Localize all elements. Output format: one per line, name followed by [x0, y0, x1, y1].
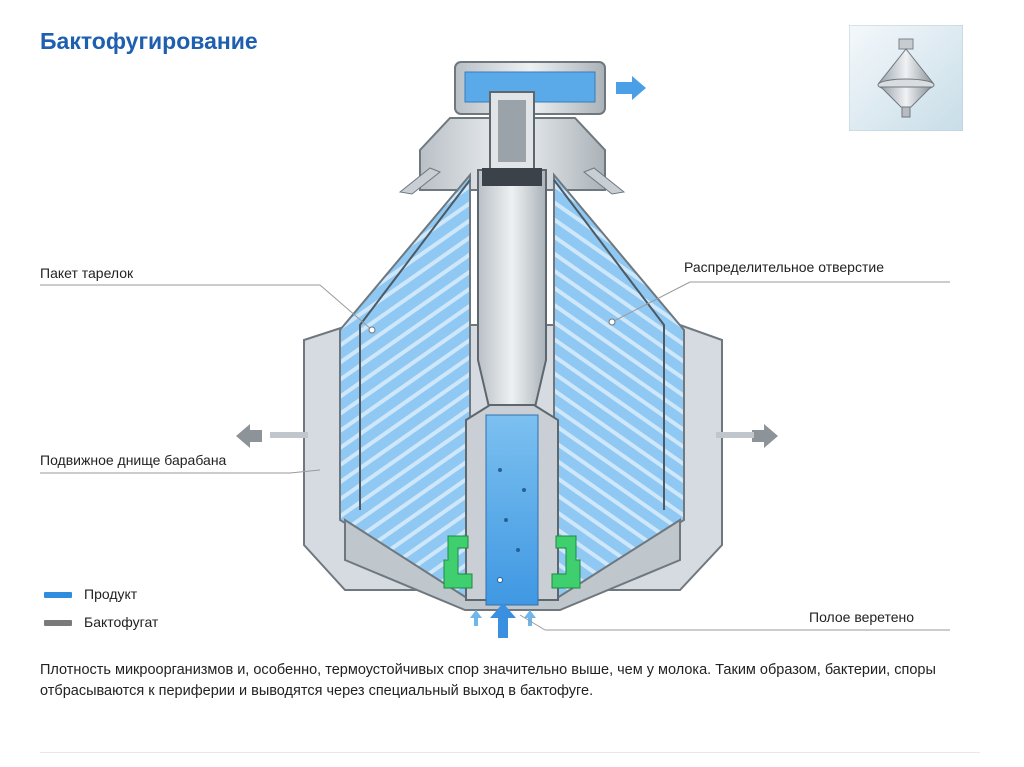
legend-bactofugate-label: Бактофугат [84, 614, 159, 630]
bactofugate-swatch [44, 620, 72, 627]
page-title: Бактофугирование [40, 28, 258, 54]
legend-bactofugate: Бактофугат [44, 614, 158, 630]
divider [40, 752, 980, 753]
hollow-spindle-label: Полое веретено [809, 609, 915, 625]
legend-product-label: Продукт [84, 586, 138, 602]
distribution-hole-label: Распределительное отверстие [684, 259, 884, 275]
movable-bottom-label: Подвижное днище барабана [40, 452, 227, 468]
product-swatch [44, 592, 72, 599]
description-text: Плотность микроорганизмов и, особенно, т… [40, 662, 936, 699]
legend-product: Продукт [44, 586, 137, 602]
separator-thumbnail-image [848, 24, 964, 132]
disc-stack-label: Пакет тарелок [40, 265, 134, 281]
